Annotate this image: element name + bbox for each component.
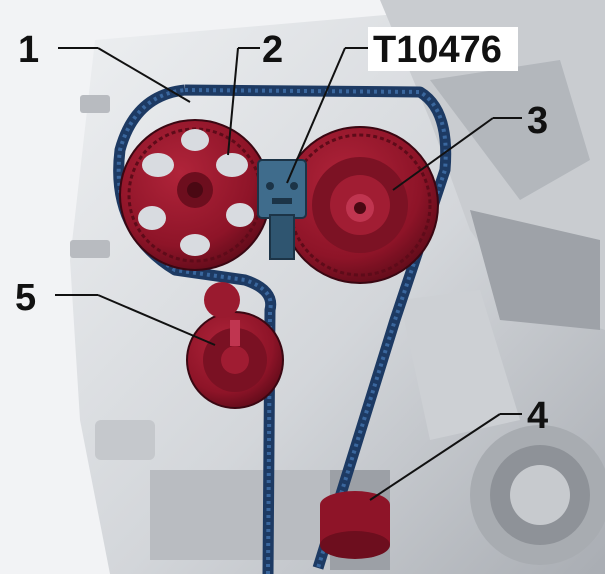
callout-2: 2 [262, 29, 283, 71]
locking-tool [257, 159, 307, 260]
camshaft-sprocket-right [281, 126, 439, 284]
crankshaft-sprocket [320, 491, 390, 559]
alternator [470, 425, 605, 565]
sprocket-windows [138, 129, 254, 256]
callout-3: 3 [527, 100, 548, 142]
tool-label-bg [368, 27, 518, 71]
callout-4: 4 [527, 395, 548, 437]
camshaft-sprocket-left [119, 119, 271, 271]
callout-tool: T10476 [373, 29, 502, 71]
callout-1: 1 [18, 29, 39, 71]
callout-5: 5 [15, 277, 36, 319]
tensioner-pulley [186, 282, 284, 409]
